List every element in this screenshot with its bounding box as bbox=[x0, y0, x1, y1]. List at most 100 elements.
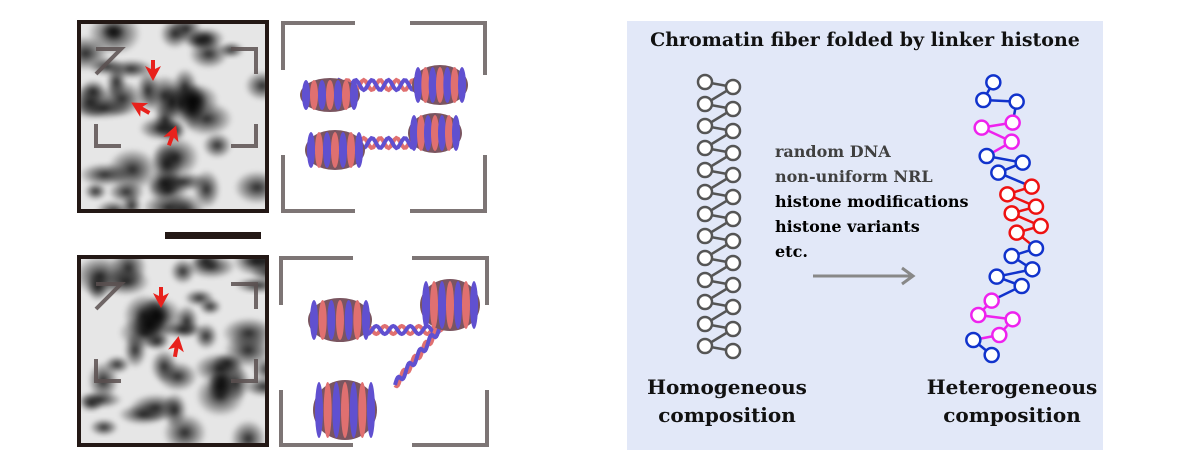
em-image-bottom bbox=[77, 255, 269, 447]
red-arrow-icon bbox=[145, 60, 161, 81]
density-blob bbox=[211, 353, 243, 374]
dna-wrap bbox=[458, 67, 466, 103]
dna-wrap bbox=[422, 281, 430, 329]
roi-bracket bbox=[94, 359, 121, 383]
bracket bbox=[412, 390, 489, 447]
roi-bracket bbox=[94, 124, 121, 148]
red-arrow-icon bbox=[163, 125, 179, 146]
density-blob bbox=[159, 321, 205, 338]
bracket bbox=[412, 256, 489, 305]
dna-wrap bbox=[410, 115, 418, 151]
factor-variants: histone variants bbox=[775, 217, 920, 236]
density-blob bbox=[250, 261, 265, 283]
dna-wrap bbox=[421, 67, 430, 103]
dna-wrap bbox=[344, 300, 353, 340]
density-blob bbox=[230, 419, 265, 443]
dna-wrap bbox=[450, 67, 459, 103]
caption-line: composition bbox=[658, 403, 796, 427]
density-blob bbox=[183, 289, 215, 307]
dna-wrap bbox=[341, 382, 349, 438]
dna-wrap bbox=[339, 132, 347, 168]
em-texture bbox=[81, 24, 265, 209]
dna-wrap bbox=[310, 80, 318, 110]
dna-wrap bbox=[355, 132, 363, 168]
factor-modifications: histone modifications bbox=[775, 192, 969, 211]
arrow-head bbox=[163, 125, 179, 146]
density-blob bbox=[221, 317, 265, 349]
dna-wrap bbox=[417, 115, 425, 151]
bracket bbox=[281, 155, 355, 213]
density-blob bbox=[81, 79, 108, 104]
roi-bracket bbox=[231, 47, 258, 74]
caption-line: Homogeneous bbox=[647, 375, 807, 399]
red-arrow-icon bbox=[168, 336, 184, 358]
caption-line: Heterogeneous bbox=[926, 375, 1098, 399]
density-blob bbox=[182, 30, 217, 50]
density-blob bbox=[81, 163, 131, 187]
dna-wrap bbox=[414, 67, 422, 103]
dna-wrap bbox=[318, 80, 326, 110]
dna-wrap bbox=[323, 132, 331, 168]
density-blob bbox=[244, 70, 265, 101]
dna-wrap bbox=[367, 382, 375, 438]
bracket bbox=[279, 256, 353, 305]
density-blob bbox=[233, 170, 265, 205]
em-image-top bbox=[77, 20, 269, 213]
roi-bracket bbox=[94, 282, 126, 311]
roi-bracket bbox=[231, 359, 258, 383]
arrow-head bbox=[168, 336, 184, 358]
dna-wrap bbox=[430, 281, 438, 329]
density-blob bbox=[159, 24, 190, 49]
dna-wrap bbox=[326, 80, 334, 110]
dna-wrap bbox=[331, 132, 339, 168]
bracket bbox=[410, 21, 487, 75]
dna-wrap bbox=[332, 382, 341, 438]
density-blob bbox=[109, 259, 147, 288]
dna-wrap bbox=[310, 300, 318, 340]
panel-title: Chromatin fiber folded by linker histone bbox=[650, 29, 1080, 51]
density-blob bbox=[202, 132, 233, 159]
dna-wrap bbox=[315, 382, 323, 438]
dna-wrap bbox=[362, 300, 370, 340]
arrow-head bbox=[131, 102, 151, 117]
red-arrow-icon bbox=[153, 287, 169, 308]
em-texture bbox=[81, 259, 265, 443]
caption-line: composition bbox=[943, 403, 1081, 427]
density-blob bbox=[195, 374, 246, 417]
dna-wrap bbox=[470, 281, 478, 329]
arrow-head bbox=[153, 287, 169, 308]
factor-random-dna: random DNA bbox=[775, 142, 891, 161]
dna-wrap bbox=[349, 382, 358, 438]
factor-etc: etc. bbox=[775, 242, 808, 261]
density-blob bbox=[162, 392, 188, 428]
dna-wrap bbox=[436, 67, 444, 103]
density-blob bbox=[105, 65, 127, 99]
dna-wrap bbox=[336, 300, 344, 340]
factor-list: random DNA non-uniform NRL histone modif… bbox=[775, 139, 969, 264]
scale-bar bbox=[165, 232, 261, 239]
bracket bbox=[279, 390, 353, 447]
density-blob bbox=[84, 182, 108, 201]
density-blob bbox=[117, 404, 169, 426]
dna-wrap bbox=[302, 80, 310, 110]
arrow-head bbox=[145, 60, 161, 81]
dna-wrap bbox=[445, 115, 453, 151]
density-blob bbox=[81, 394, 104, 413]
density-blob bbox=[151, 136, 200, 179]
dna-wrap bbox=[358, 382, 367, 438]
dna-wrap bbox=[307, 132, 315, 168]
structure-models bbox=[279, 21, 489, 447]
dna-wrap bbox=[431, 115, 439, 151]
homogeneous-caption: Homogeneous composition bbox=[627, 373, 827, 429]
bracket bbox=[410, 155, 487, 213]
density-blob bbox=[144, 331, 170, 351]
dna-wrap bbox=[438, 115, 446, 151]
dna-wrap bbox=[347, 132, 355, 168]
density-blob bbox=[123, 331, 147, 369]
dna-wrap bbox=[315, 132, 323, 168]
schematic-panel: Chromatin fiber folded by linker histone… bbox=[627, 21, 1103, 450]
roi-bracket bbox=[94, 47, 126, 76]
dna-wrap bbox=[454, 281, 462, 329]
roi-bracket bbox=[231, 282, 258, 309]
density-blob bbox=[150, 349, 178, 384]
